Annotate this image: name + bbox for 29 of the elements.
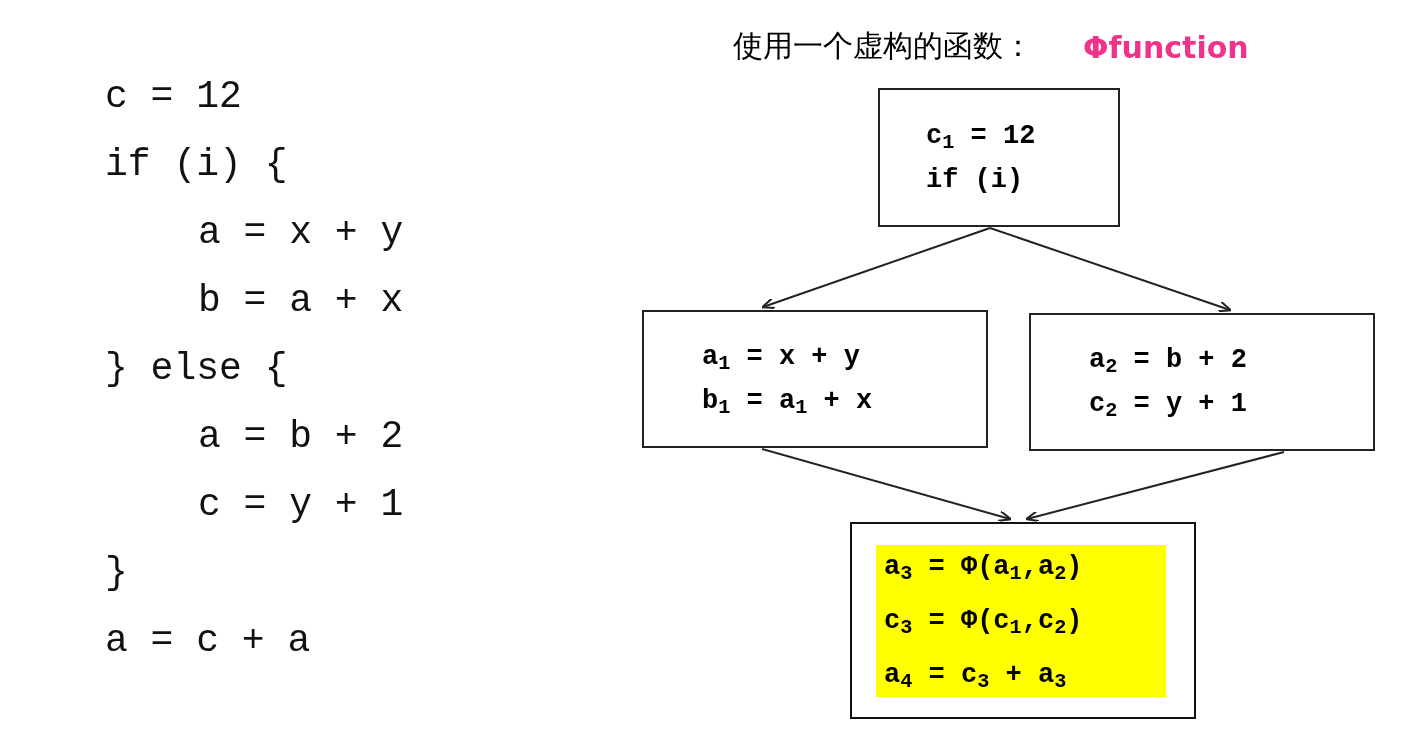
arrow [1025,451,1285,523]
code-line: a$_{4}$ = c$_{3}$ + a$_{3}$ [884,659,1068,696]
code-line: a$_{1}$ = x + y [702,341,861,378]
highlight-box [876,545,1166,697]
code-line: } [105,550,128,596]
code-line: a$_{3}$ = Φ(a$_{1}$,a$_{2}$) [884,551,1084,588]
code-box [1029,313,1375,451]
code-line: b = a + x [198,278,404,324]
code-line: c = 12 [105,74,242,120]
frame-box [850,522,1196,719]
code-box [642,310,988,448]
code-box [878,88,1120,227]
code-line: c = y + 1 [198,482,404,528]
code-line: a = c + a [105,618,311,664]
arrow [989,227,1232,313]
code-line: c$_{2}$ = y + 1 [1089,388,1248,425]
code-line: a = x + y [198,210,404,256]
code-line: } else { [105,346,288,392]
code-line: if (i) { [105,142,288,188]
code-line: c$_{3}$ = Φ(c$_{1}$,c$_{2}$) [884,605,1084,642]
code-line: a$_{2}$ = b + 2 [1089,344,1248,381]
code-line: b$_{1}$ = a$_{1}$ + x [702,385,874,422]
code-line: if (i) [926,163,1025,197]
phi-function-label: Φfunction [1083,29,1249,67]
arrow [761,227,991,310]
code-line: a = b + 2 [198,414,404,460]
code-line: c$_{1}$ = 12 [926,119,1037,156]
title: 使用一个虚构的函数： [733,27,1033,65]
arrow [761,448,1012,522]
